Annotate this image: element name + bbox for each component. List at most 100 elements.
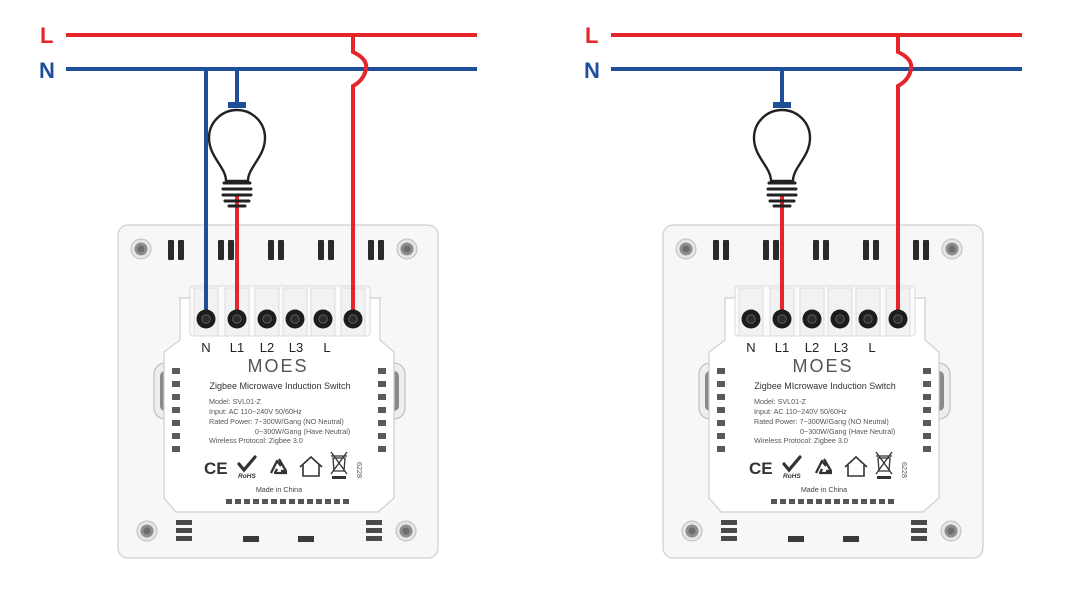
recycle-icon xyxy=(269,458,288,475)
lamp-connector xyxy=(228,102,246,108)
module-vent xyxy=(789,499,795,504)
terminal-label: L2 xyxy=(805,340,819,355)
recycle-icon xyxy=(814,458,833,475)
made-in-label: Made in China xyxy=(256,485,302,494)
rohs-check-icon xyxy=(237,455,257,473)
vent-slot xyxy=(328,240,334,260)
spec-line: Model: SVL01-Z xyxy=(209,397,262,406)
module-rib xyxy=(717,446,725,452)
module-vent xyxy=(798,499,804,504)
module-rib xyxy=(172,368,180,374)
vent-slot xyxy=(763,240,769,260)
bottom-slot xyxy=(843,536,859,542)
module-rib xyxy=(378,407,386,413)
bottom-tab xyxy=(721,528,737,533)
product-code: 6228 xyxy=(900,462,909,478)
bottom-tab xyxy=(176,528,192,533)
lamp-connector xyxy=(773,102,791,108)
module-vent xyxy=(816,499,822,504)
bottom-tab xyxy=(721,536,737,541)
bottom-tab xyxy=(366,528,382,533)
vent-slot xyxy=(823,240,829,260)
module-rib xyxy=(378,433,386,439)
vent-slot xyxy=(863,240,869,260)
home-icon xyxy=(844,455,868,477)
neutral-bus-label: N xyxy=(39,58,55,83)
spec-line: Input: AC 110~240V 50/60Hz xyxy=(209,407,302,416)
spec-line: Wireless Protocol: Zigbee 3.0 xyxy=(754,436,848,445)
terminal-screw-icon xyxy=(741,309,761,329)
module-vent xyxy=(834,499,840,504)
module-rib xyxy=(923,368,931,374)
module-rib xyxy=(378,368,386,374)
terminal-label: L2 xyxy=(260,340,274,355)
terminal-label: L3 xyxy=(834,340,848,355)
bottom-slot xyxy=(788,536,804,542)
module-rib xyxy=(172,420,180,426)
module-rib xyxy=(717,368,725,374)
module-vent xyxy=(771,499,777,504)
module-rib xyxy=(717,433,725,439)
corner-screw-hole-icon xyxy=(941,238,963,260)
spec-line: 0~300W/Gang (Have Neutral) xyxy=(800,427,895,436)
terminal-screw-icon xyxy=(196,309,216,329)
corner-screw-hole-icon xyxy=(396,238,418,260)
module-rib xyxy=(923,407,931,413)
module-vent xyxy=(325,499,331,504)
bottom-tab xyxy=(366,536,382,541)
module-vent xyxy=(334,499,340,504)
vent-slot xyxy=(773,240,779,260)
corner-screw-hole-icon xyxy=(681,520,703,542)
terminal-label: N xyxy=(201,340,210,355)
recycle-arrows xyxy=(814,458,833,475)
spec-line: Input: AC 110~240V 50/60Hz xyxy=(754,407,847,416)
vent-slot xyxy=(228,240,234,260)
module-vent xyxy=(343,499,349,504)
corner-screw-hole-icon xyxy=(130,238,152,260)
terminal-screw-icon xyxy=(772,309,792,329)
vent-slot xyxy=(168,240,174,260)
terminal-label: L1 xyxy=(230,340,244,355)
weee-bin-shape xyxy=(330,451,348,475)
module-rib xyxy=(378,394,386,400)
module-vent xyxy=(244,499,250,504)
spec-line: Rated Power: 7~300W/Gang (NO Neutral) xyxy=(209,417,344,426)
module-vent xyxy=(280,499,286,504)
home-icon xyxy=(299,455,323,477)
vent-slot xyxy=(723,240,729,260)
terminal-screw-icon xyxy=(830,309,850,329)
module-rib xyxy=(923,381,931,387)
terminal-label: L1 xyxy=(775,340,789,355)
terminal-screw-icon xyxy=(257,309,277,329)
module-vent xyxy=(780,499,786,504)
module-vent xyxy=(226,499,232,504)
module-rib xyxy=(923,394,931,400)
module-rib xyxy=(172,381,180,387)
module-vent xyxy=(861,499,867,504)
module-rib xyxy=(172,433,180,439)
module-vent xyxy=(271,499,277,504)
bottom-tab xyxy=(721,520,737,525)
brand-logo: MOES xyxy=(247,356,308,376)
terminal-label: L3 xyxy=(289,340,303,355)
module-rib xyxy=(717,420,725,426)
terminal-screw-icon xyxy=(802,309,822,329)
module-vent xyxy=(825,499,831,504)
corner-screw-hole-icon xyxy=(675,238,697,260)
module-vent xyxy=(888,499,894,504)
vent-slot xyxy=(318,240,324,260)
terminal-screw-icon xyxy=(227,309,247,329)
module-rib xyxy=(172,407,180,413)
weee-bin-icon xyxy=(330,451,348,479)
bottom-tab xyxy=(911,528,927,533)
live-to-module-wire xyxy=(351,35,369,319)
vent-slot xyxy=(873,240,879,260)
weee-bar xyxy=(332,476,346,479)
module-rib xyxy=(717,394,725,400)
bottom-tab xyxy=(911,536,927,541)
module-rib xyxy=(923,446,931,452)
brand-logo: MOES xyxy=(792,356,853,376)
neutral-bus-label: N xyxy=(584,58,600,83)
weee-bin-shape xyxy=(875,451,893,475)
